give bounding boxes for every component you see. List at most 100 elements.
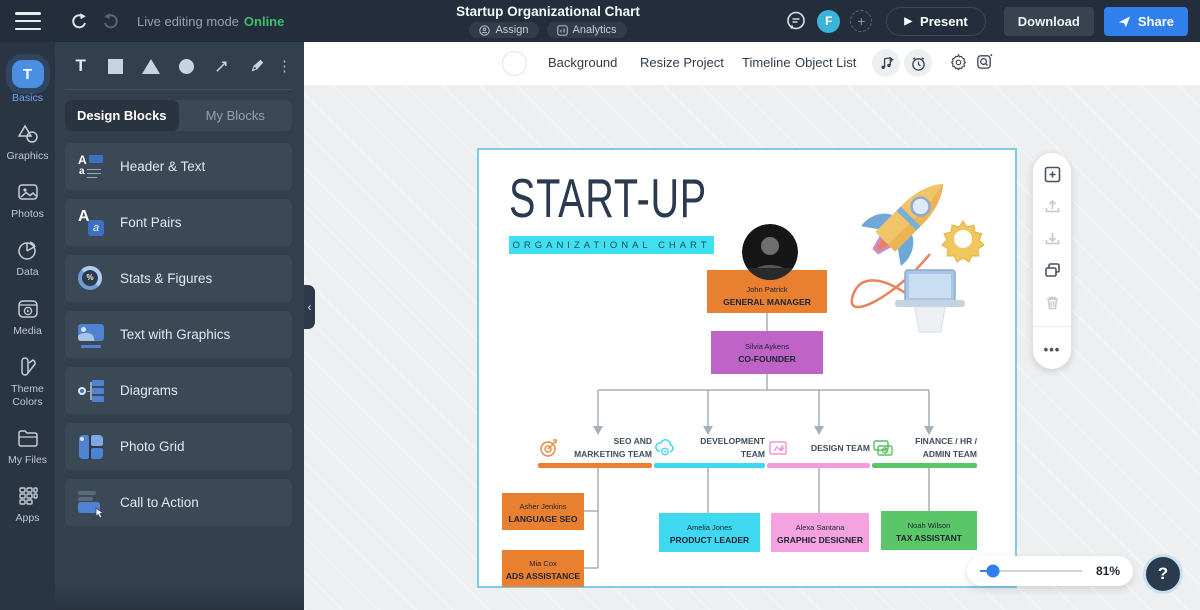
sidebar-item-theme-colors[interactable]: Theme Colors <box>0 347 55 418</box>
zoom-slider-track[interactable] <box>980 564 1082 578</box>
timeline-menu-item[interactable]: Timeline <box>742 55 791 70</box>
block-item-call-to-action[interactable]: Call to Action <box>65 479 292 526</box>
team-underline-finance <box>872 463 977 468</box>
data-pie-icon <box>17 241 36 261</box>
sidebar-item-graphics[interactable]: Graphics <box>0 114 55 172</box>
zoom-slider-handle[interactable] <box>986 564 1000 578</box>
redo-icon[interactable] <box>101 11 121 31</box>
move-page-down-icon[interactable] <box>1044 230 1061 247</box>
pen-tool-icon[interactable] <box>242 51 273 81</box>
org-chart-subtitle[interactable]: ORGANIZATIONAL CHART <box>509 236 714 254</box>
circle-shape-icon[interactable] <box>171 51 202 81</box>
background-color-swatch[interactable] <box>502 51 527 76</box>
block-item-header-text[interactable]: A a Header & Text <box>65 143 292 190</box>
add-music-icon[interactable] <box>872 49 900 77</box>
undo-icon[interactable] <box>69 11 89 31</box>
org-node-product-leader[interactable]: Amelia Jones PRODUCT LEADER <box>659 513 760 552</box>
background-menu-item[interactable]: Background <box>548 55 618 70</box>
timer-icon[interactable] <box>904 49 932 77</box>
design-image-icon <box>769 441 787 455</box>
canvas-workspace[interactable]: START-UP ORGANIZATIONAL CHART <box>304 85 1200 610</box>
design-page[interactable]: START-UP ORGANIZATIONAL CHART <box>477 148 1017 588</box>
duplicate-page-icon[interactable] <box>1044 262 1061 279</box>
line-arrow-tool-icon[interactable] <box>206 51 237 81</box>
stats-donut-icon: % <box>78 265 104 292</box>
team-underline-development <box>654 463 765 468</box>
team-underline-design <box>767 463 870 468</box>
sidebar-item-photos[interactable]: Photos <box>0 172 55 230</box>
svg-text:$: $ <box>884 449 887 455</box>
team-finance-hr-admin[interactable]: $ FINANCE / HR / ADMIN TEAM <box>872 434 977 462</box>
triangle-shape-icon[interactable] <box>136 51 167 81</box>
panel-collapse-chevron[interactable]: ‹ <box>304 285 315 329</box>
tab-my-blocks[interactable]: My Blocks <box>205 108 265 123</box>
square-shape-icon[interactable] <box>100 51 131 81</box>
org-node-language-seo[interactable]: Asher Jenkins LANGUAGE SEO <box>502 493 584 530</box>
document-title[interactable]: Startup Organizational Chart <box>456 4 640 19</box>
block-item-text-with-graphics[interactable]: Text with Graphics <box>65 311 292 358</box>
block-item-stats-figures[interactable]: % Stats & Figures <box>65 255 292 302</box>
sidebar-item-media[interactable]: Media <box>0 289 55 347</box>
sidebar-item-my-files[interactable]: My Files <box>0 418 55 476</box>
team-seo-marketing[interactable]: SEO AND MARKETING TEAM <box>538 434 652 462</box>
graphics-shapes-icon <box>17 124 38 143</box>
add-page-icon[interactable] <box>1044 166 1061 183</box>
settings-gear-icon[interactable] <box>950 53 969 72</box>
add-collaborator-button[interactable]: + <box>850 10 873 32</box>
online-badge: Online <box>243 13 285 29</box>
target-icon <box>540 439 557 457</box>
share-button[interactable]: Share <box>1103 6 1188 36</box>
blocks-tabs: Design Blocks My Blocks <box>65 100 292 131</box>
more-tools-kebab-icon[interactable]: ⋮ <box>277 58 292 75</box>
block-item-diagrams[interactable]: Diagrams <box>65 367 292 414</box>
team-design[interactable]: DESIGN TEAM <box>767 434 870 462</box>
block-item-font-pairs[interactable]: A a Font Pairs <box>65 199 292 246</box>
folder-icon <box>17 430 38 447</box>
sidebar-item-basics[interactable]: T Basics <box>0 52 55 114</box>
delete-page-icon[interactable] <box>1044 294 1061 311</box>
toolbar-divider <box>1033 326 1071 327</box>
help-button[interactable]: ? <box>1143 554 1183 594</box>
org-node-graphic-designer[interactable]: Alexa Santana GRAPHIC DESIGNER <box>771 513 869 552</box>
rocket-illustration[interactable] <box>835 162 1013 340</box>
cloud-gear-icon <box>655 439 674 456</box>
team-development[interactable]: DEVELOPMENT TEAM <box>654 434 765 462</box>
text-tool-icon[interactable]: T <box>75 56 86 75</box>
theme-colors-icon <box>20 356 36 376</box>
share-arrow-icon <box>1118 15 1130 27</box>
move-page-up-icon[interactable] <box>1044 198 1061 215</box>
preview-search-icon[interactable] <box>976 53 995 72</box>
diagrams-tree-icon <box>78 378 104 404</box>
present-button[interactable]: ▶Present <box>886 6 986 36</box>
media-video-icon <box>17 299 38 318</box>
assign-button[interactable]: Assign <box>469 22 539 38</box>
block-item-photo-grid[interactable]: Photo Grid <box>65 423 292 470</box>
more-page-actions-icon[interactable]: ••• <box>1043 342 1061 357</box>
design-blocks-list: A a Header & Text A a Font Pairs % Stats… <box>65 143 292 526</box>
comments-icon[interactable] <box>785 10 807 32</box>
org-node-tax-assistant[interactable]: Noah Wilson TAX ASSISTANT <box>881 511 977 550</box>
tab-design-blocks[interactable]: Design Blocks <box>65 100 179 131</box>
org-chart-connectors <box>584 312 934 569</box>
hamburger-menu-icon[interactable] <box>15 12 41 30</box>
object-list-menu-item[interactable]: Object List <box>795 55 857 70</box>
user-avatar[interactable]: F <box>817 9 841 33</box>
header-text-icon: A a <box>78 153 104 180</box>
canvas-toolbar: Background Resize Project Timeline Objec… <box>304 42 1200 85</box>
general-manager-photo[interactable] <box>742 224 798 280</box>
text-graphics-icon <box>78 322 104 348</box>
resize-project-menu-item[interactable]: Resize Project <box>640 55 724 70</box>
zoom-control: 81% <box>967 556 1133 586</box>
photo-grid-icon <box>78 434 104 460</box>
org-node-cofounder[interactable]: Silvia Aykens CO-FOUNDER <box>711 331 823 374</box>
org-chart-title[interactable]: START-UP <box>509 167 707 229</box>
sidebar-item-apps[interactable]: Apps <box>0 476 55 534</box>
org-node-ads-assistance[interactable]: Mia Cox ADS ASSISTANCE <box>502 550 584 587</box>
download-button[interactable]: Download <box>1003 6 1094 36</box>
quick-tools-row: T ⋮ <box>65 49 292 90</box>
team-underline-seo <box>538 463 652 468</box>
sidebar-item-data[interactable]: Data <box>0 230 55 288</box>
analytics-button[interactable]: Analytics <box>546 22 627 38</box>
zoom-slider-fill <box>980 570 994 572</box>
